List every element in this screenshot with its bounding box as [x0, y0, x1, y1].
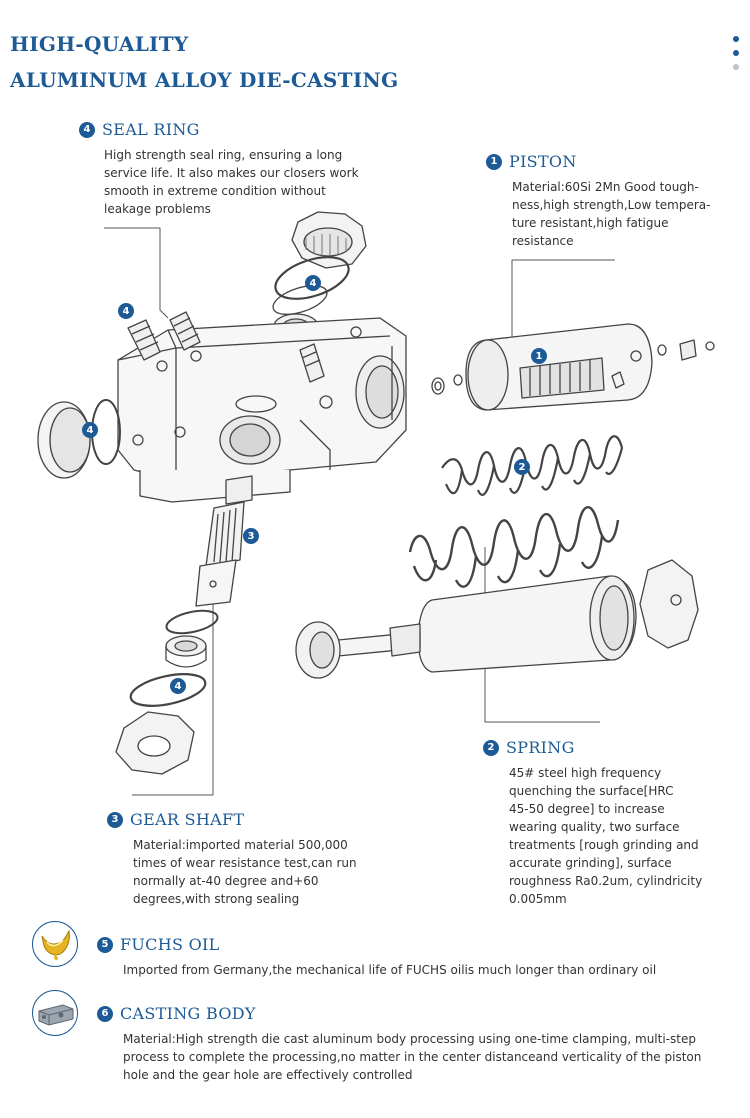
- bottom-cap-drawing: [115, 711, 195, 775]
- leader-piston: [511, 259, 615, 340]
- main-body-drawing: [117, 317, 407, 503]
- casting-body-title: CASTING BODY: [120, 1004, 256, 1023]
- callout-seal-ring-left: 4: [82, 422, 98, 438]
- spring-line: roughness Ra0.2um, cylindricity: [509, 874, 703, 888]
- page-title-line-1: HIGH-QUALITY: [10, 32, 189, 56]
- gear-shaft-title: GEAR SHAFT: [130, 810, 245, 829]
- seal-ring-line: service life. It also makes our closers …: [104, 166, 359, 180]
- top-o-ring: [274, 256, 350, 300]
- leader-gear-shaft: [132, 570, 214, 796]
- callout-seal-ring-valve: 4: [118, 303, 134, 319]
- spring-line: 45-50 degree] to increase: [509, 802, 665, 816]
- seal-ring-description: High strength seal ring, ensuring a long…: [104, 146, 359, 218]
- pager-dots: [733, 36, 741, 78]
- gear-shaft-description: Material:imported material 500,000 times…: [133, 836, 357, 908]
- fuchs-oil-number: 5: [97, 936, 113, 953]
- callout-piston: 1: [531, 348, 547, 364]
- piston-description: Material:60Si 2Mn Good tough- ness,high …: [512, 178, 710, 250]
- spring-description: 45# steel high frequency quenching the s…: [509, 764, 702, 908]
- piston-line: resistance: [512, 234, 574, 248]
- big-spring-drawing: [408, 506, 620, 588]
- piston-drawing: [465, 323, 653, 411]
- gear-shaft-drawing: [195, 475, 253, 607]
- gear-shaft-line: normally at-40 degree and+60: [133, 874, 319, 888]
- valve-screws-drawing: [127, 311, 325, 383]
- piston-line: Material:60Si 2Mn Good tough-: [512, 180, 699, 194]
- seal-ring-heading: 4 SEAL RING: [79, 120, 200, 139]
- gear-shaft-line: degrees,with strong sealing: [133, 892, 300, 906]
- gear-shaft-heading: 3 GEAR SHAFT: [107, 810, 244, 829]
- fuchs-oil-title: FUCHS OIL: [120, 935, 220, 954]
- end-cap-drawing: [639, 559, 699, 649]
- cylinder-drawing: [417, 575, 637, 673]
- casting-body-number: 6: [97, 1005, 113, 1022]
- piston-small-parts-drawing: [431, 339, 715, 395]
- seal-ring-number: 4: [79, 121, 95, 138]
- lower-bearing-drawing: [165, 635, 207, 668]
- top-seal-ring: [272, 285, 328, 315]
- callout-spring: 2: [514, 459, 530, 475]
- spring-number: 2: [483, 739, 499, 756]
- top-cap-drawing: [291, 211, 367, 269]
- callout-gear-shaft: 3: [243, 528, 259, 544]
- leader-seal-ring: [104, 227, 169, 319]
- seal-ring-line: smooth in extreme condition without: [104, 184, 326, 198]
- casting-body-line: Material:High strength die cast aluminum…: [123, 1032, 696, 1046]
- spring-line: accurate grinding], surface: [509, 856, 672, 870]
- seal-ring-line: High strength seal ring, ensuring a long: [104, 148, 343, 162]
- casting-body-line: process to complete the processing,no ma…: [123, 1050, 702, 1064]
- gear-shaft-number: 3: [107, 811, 123, 828]
- pager-dot-3[interactable]: [733, 64, 739, 70]
- spring-line: 0.005mm: [509, 892, 567, 906]
- casting-body-icon: [32, 990, 78, 1036]
- fuchs-oil-line: Imported from Germany,the mechanical lif…: [123, 963, 657, 977]
- seal-ring-line: leakage problems: [104, 202, 211, 216]
- gear-shaft-line: times of wear resistance test,can run: [133, 856, 357, 870]
- pager-dot-1[interactable]: [733, 36, 739, 42]
- seal-ring-title: SEAL RING: [102, 120, 200, 139]
- spring-line: treatments [rough grinding and: [509, 838, 699, 852]
- fuchs-oil-description: Imported from Germany,the mechanical lif…: [123, 961, 656, 979]
- lower-o-ring-1: [165, 609, 219, 635]
- callout-seal-ring-top: 4: [305, 275, 321, 291]
- lower-o-ring-2: [129, 673, 207, 707]
- piston-line: ture resistant,high fatigue: [512, 216, 669, 230]
- spring-title: SPRING: [506, 738, 575, 757]
- page-title-line-2: ALUMINUM ALLOY DIE-CASTING: [10, 68, 399, 92]
- gear-shaft-line: Material:imported material 500,000: [133, 838, 348, 852]
- piston-number: 1: [486, 153, 502, 170]
- casting-body-description: Material:High strength die cast aluminum…: [123, 1030, 701, 1084]
- pager-dot-2[interactable]: [733, 50, 739, 56]
- rod-drawing: [295, 621, 421, 679]
- fuchs-oil-heading: 5 FUCHS OIL: [97, 935, 220, 954]
- spring-heading: 2 SPRING: [483, 738, 575, 757]
- callout-seal-ring-bottom: 4: [170, 678, 186, 694]
- piston-line: ness,high strength,Low tempera-: [512, 198, 711, 212]
- piston-title: PISTON: [509, 152, 577, 171]
- piston-heading: 1 PISTON: [486, 152, 577, 171]
- left-cap-drawing: [37, 399, 121, 479]
- spring-line: wearing quality, two surface: [509, 820, 680, 834]
- oil-drop-icon: [32, 921, 78, 967]
- casting-body-heading: 6 CASTING BODY: [97, 1004, 256, 1023]
- spring-line: quenching the surface[HRC: [509, 784, 674, 798]
- spring-line: 45# steel high frequency: [509, 766, 662, 780]
- casting-body-line: hole and the gear hole are effectively c…: [123, 1068, 413, 1082]
- small-spring-drawing: [441, 435, 624, 496]
